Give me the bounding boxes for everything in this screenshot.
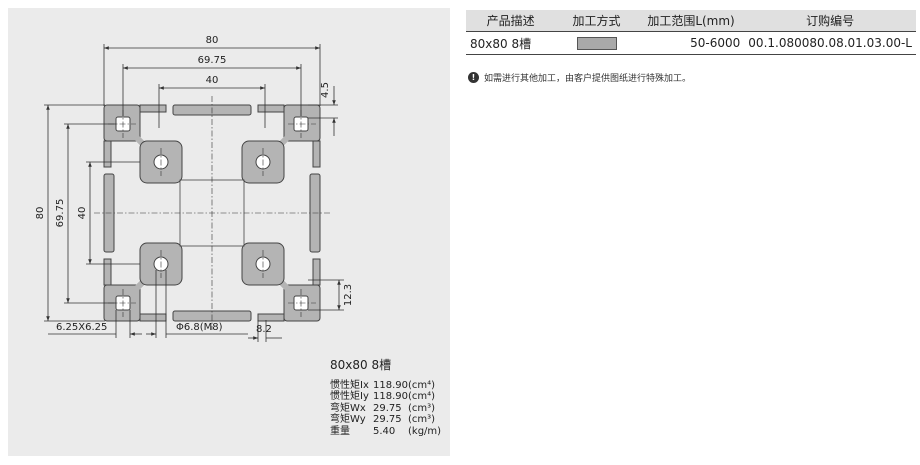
dim-width-80: 80: [206, 35, 219, 46]
cell-processing: [555, 31, 638, 55]
profile-drawing-panel: 80 69.75 40 4.5 80 69.75 40 12.3 6.25X6.…: [8, 8, 450, 456]
note: ! 如需进行其他加工，由客户提供图纸进行特殊加工。: [468, 71, 691, 84]
spec-unit: (cm³): [408, 414, 436, 425]
dim-height-80: 80: [35, 207, 46, 220]
table-row: 80x80 8槽 50-6000 00.1.080080.08.01.03.00…: [466, 31, 916, 55]
cell-range: 50-6000: [637, 31, 745, 55]
dim-height-69-75: 69.75: [55, 199, 66, 228]
spec-row: 重量 5.40 (kg/m): [330, 426, 441, 438]
dim-center-hole: Φ6.8(M8): [176, 322, 223, 333]
dim-width-40: 40: [206, 75, 219, 86]
dim-slot-width: 8.2: [256, 324, 272, 335]
warning-icon: !: [468, 72, 479, 83]
spec-row: 弯矩Wy 29.75 (cm³): [330, 414, 441, 426]
dim-height-40: 40: [77, 207, 88, 220]
header-description: 产品描述: [466, 10, 556, 32]
cell-description: 80x80 8槽: [466, 31, 556, 55]
product-table: 产品描述 加工方式 加工范围L(mm) 订购编号 80x80 8槽 50-600…: [466, 10, 916, 55]
processing-swatch: [576, 37, 617, 50]
spec-unit: (cm³): [408, 402, 436, 414]
spec-label: 重量: [330, 425, 350, 437]
spec-value: 29.75: [373, 414, 402, 425]
spec-value: 118.90: [373, 391, 408, 402]
spec-block: 80x80 8槽 惯性矩Ix 118.90(cm⁴) 惯性矩Iy 118.90(cm⁴…: [330, 358, 441, 438]
header-processing: 加工方式: [555, 10, 638, 32]
spec-value: 5.40: [373, 425, 396, 437]
dim-slot-depth-4-5: 4.5: [320, 82, 331, 98]
spec-value: 118.90: [373, 379, 408, 391]
spec-row: 惯性矩Ix 118.90(cm⁴): [330, 380, 441, 392]
spec-label: 弯矩Wx: [330, 402, 366, 414]
table-header-row: 产品描述 加工方式 加工范围L(mm) 订购编号: [466, 10, 916, 32]
spec-label: 惯性矩Ix: [330, 379, 369, 391]
spec-unit: (cm⁴): [408, 379, 436, 391]
dimension-labels: 80 69.75 40 4.5 80 69.75 40 12.3 6.25X6.…: [35, 35, 354, 335]
spec-unit: (kg/m): [408, 425, 442, 437]
dim-12-3: 12.3: [343, 284, 354, 306]
header-range: 加工范围L(mm): [637, 10, 745, 32]
spec-rows: 惯性矩Ix 118.90(cm⁴) 惯性矩Iy 118.90(cm⁴) 弯矩Wx 29.7…: [330, 380, 441, 438]
spec-title: 80x80 8槽: [330, 358, 392, 372]
spec-row: 弯矩Wx 29.75 (cm³): [330, 403, 441, 415]
cell-order-no: 00.1.080080.08.01.03.00-L: [744, 31, 916, 55]
profile-holes: [115, 116, 309, 311]
spec-unit: (cm⁴): [408, 391, 436, 402]
spec-label: 惯性矩Iy: [330, 391, 369, 402]
spec-row: 惯性矩Iy 118.90(cm⁴): [330, 391, 441, 403]
note-text: 如需进行其他加工，由客户提供图纸进行特殊加工。: [484, 74, 692, 84]
dimension-lines: [44, 44, 344, 342]
header-order-no: 订购编号: [744, 10, 916, 32]
spec-label: 弯矩Wy: [330, 414, 366, 425]
spec-value: 29.75: [373, 402, 402, 414]
dim-width-69-75: 69.75: [198, 55, 227, 66]
dim-corner-hole: 6.25X6.25: [56, 322, 107, 333]
profile-cross-section-drawing: 80 69.75 40 4.5 80 69.75 40 12.3 6.25X6.…: [35, 35, 354, 342]
